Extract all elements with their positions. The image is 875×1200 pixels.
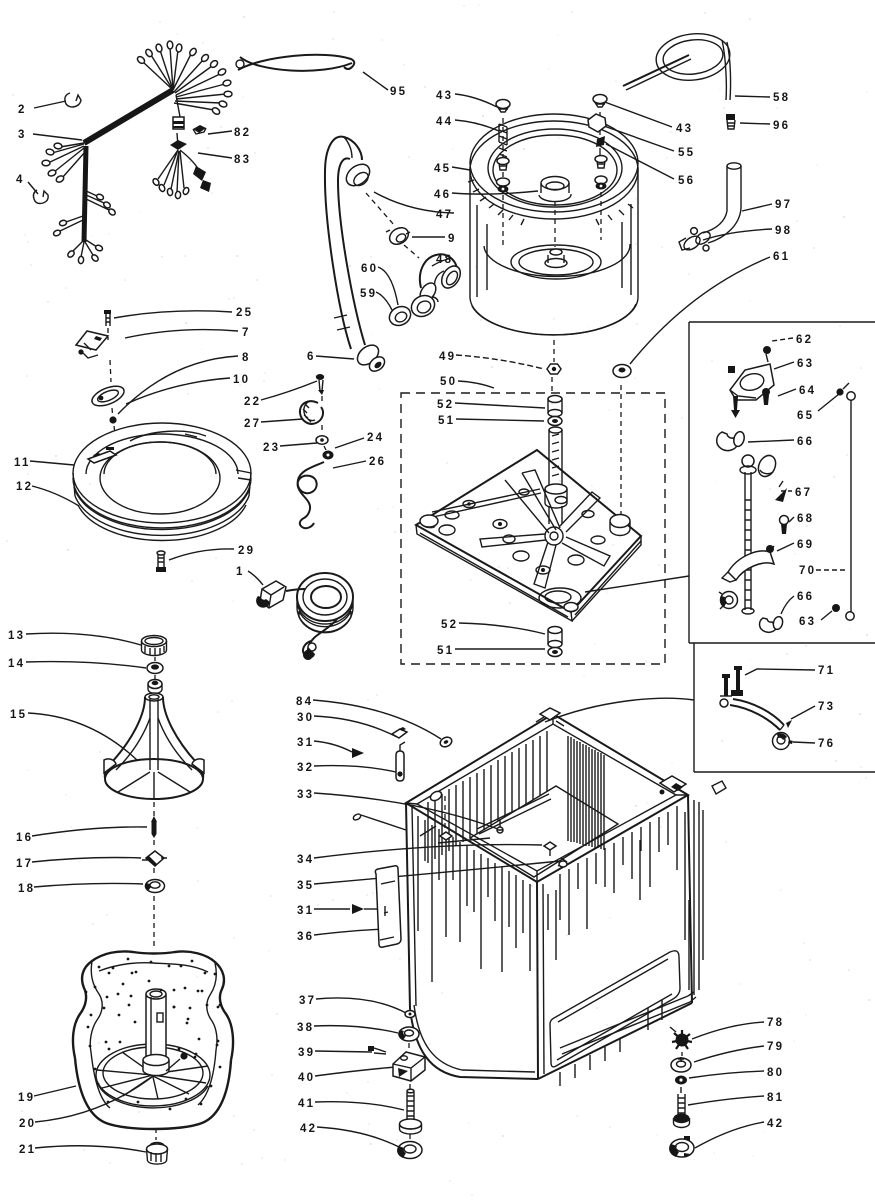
svg-text:29: 29 — [238, 545, 255, 557]
svg-text:12: 12 — [16, 481, 33, 493]
svg-text:31: 31 — [297, 737, 314, 749]
svg-text:37: 37 — [299, 995, 316, 1007]
svg-text:71: 71 — [818, 665, 835, 677]
svg-text:31: 31 — [297, 905, 314, 917]
svg-text:32: 32 — [297, 762, 314, 774]
svg-text:81: 81 — [767, 1092, 784, 1104]
svg-text:11: 11 — [14, 457, 31, 469]
svg-text:16: 16 — [16, 832, 33, 844]
svg-text:52: 52 — [441, 619, 458, 631]
svg-text:43: 43 — [436, 90, 453, 102]
svg-text:42: 42 — [767, 1118, 784, 1130]
svg-text:35: 35 — [297, 880, 314, 892]
svg-text:84: 84 — [296, 696, 313, 708]
svg-text:34: 34 — [297, 854, 314, 866]
svg-text:15: 15 — [10, 709, 27, 721]
svg-text:50: 50 — [440, 376, 457, 388]
svg-text:8: 8 — [242, 352, 251, 364]
svg-text:44: 44 — [436, 116, 453, 128]
svg-text:13: 13 — [8, 630, 25, 642]
svg-text:97: 97 — [775, 199, 792, 211]
svg-text:10: 10 — [233, 374, 250, 386]
svg-text:49: 49 — [439, 351, 456, 363]
svg-text:66: 66 — [797, 436, 814, 448]
svg-text:23: 23 — [263, 442, 280, 454]
svg-text:24: 24 — [367, 432, 384, 444]
svg-text:95: 95 — [390, 86, 407, 98]
svg-text:36: 36 — [297, 931, 314, 943]
svg-text:25: 25 — [236, 307, 253, 319]
svg-text:58: 58 — [773, 92, 790, 104]
svg-text:76: 76 — [818, 738, 835, 750]
svg-text:20: 20 — [19, 1118, 36, 1130]
svg-text:6: 6 — [307, 351, 316, 363]
svg-text:80: 80 — [767, 1067, 784, 1079]
svg-text:55: 55 — [678, 147, 695, 159]
svg-text:33: 33 — [297, 789, 314, 801]
svg-text:4: 4 — [16, 174, 25, 186]
svg-text:19: 19 — [18, 1092, 35, 1104]
svg-text:56: 56 — [678, 175, 695, 187]
svg-text:7: 7 — [242, 327, 251, 339]
svg-text:83: 83 — [234, 154, 251, 166]
svg-text:14: 14 — [8, 658, 25, 670]
svg-text:47: 47 — [436, 209, 453, 221]
svg-text:70: 70 — [799, 565, 816, 577]
svg-text:67: 67 — [795, 487, 812, 499]
svg-text:65: 65 — [797, 410, 814, 422]
svg-text:45: 45 — [434, 163, 451, 175]
svg-text:3: 3 — [18, 129, 27, 141]
svg-text:27: 27 — [244, 418, 261, 430]
svg-text:59: 59 — [360, 288, 377, 300]
svg-text:17: 17 — [16, 858, 33, 870]
svg-text:51: 51 — [438, 415, 455, 427]
svg-text:69: 69 — [797, 539, 814, 551]
svg-text:82: 82 — [234, 127, 251, 139]
svg-text:52: 52 — [437, 399, 454, 411]
svg-text:41: 41 — [298, 1098, 315, 1110]
svg-text:1: 1 — [236, 566, 245, 578]
svg-text:9: 9 — [448, 233, 457, 245]
svg-text:78: 78 — [767, 1017, 784, 1029]
svg-text:64: 64 — [799, 385, 816, 397]
svg-text:40: 40 — [298, 1072, 315, 1084]
svg-text:42: 42 — [300, 1123, 317, 1135]
svg-text:30: 30 — [297, 712, 314, 724]
svg-text:73: 73 — [818, 701, 835, 713]
svg-text:18: 18 — [18, 883, 35, 895]
svg-text:60: 60 — [361, 263, 378, 275]
svg-text:22: 22 — [244, 396, 261, 408]
svg-text:39: 39 — [298, 1047, 315, 1059]
svg-text:79: 79 — [767, 1041, 784, 1053]
svg-text:96: 96 — [773, 120, 790, 132]
svg-text:98: 98 — [775, 225, 792, 237]
svg-text:38: 38 — [297, 1022, 314, 1034]
svg-text:63: 63 — [797, 358, 814, 370]
svg-text:68: 68 — [797, 513, 814, 525]
svg-text:62: 62 — [796, 334, 813, 346]
svg-text:51: 51 — [437, 645, 454, 657]
svg-text:21: 21 — [19, 1144, 36, 1156]
svg-text:43: 43 — [676, 123, 693, 135]
svg-text:63: 63 — [799, 616, 816, 628]
svg-text:26: 26 — [369, 456, 386, 468]
svg-text:46: 46 — [434, 189, 451, 201]
svg-text:61: 61 — [773, 251, 790, 263]
svg-text:2: 2 — [18, 104, 27, 116]
svg-text:66: 66 — [797, 591, 814, 603]
